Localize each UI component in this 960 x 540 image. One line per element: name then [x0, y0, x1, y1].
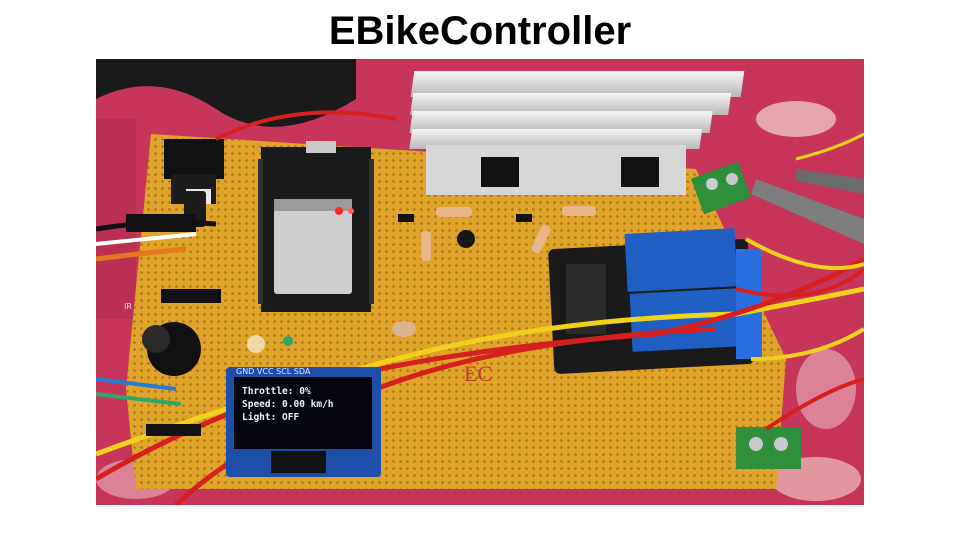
slide-title: EBikeController	[328, 9, 632, 53]
oled-pin-labels: GND VCC SCL SDA	[236, 367, 311, 376]
board-marking: EC	[464, 361, 492, 386]
buzzer: IR	[124, 302, 201, 376]
oled-display: Throttle: 0% Speed: 0.00 km/h Light: OFF…	[226, 367, 381, 477]
ir-label: IR	[124, 302, 132, 311]
circuit-photo: IR	[96, 59, 864, 505]
esp32-board	[258, 141, 374, 312]
oled-light-text: Light: OFF	[242, 412, 299, 423]
terminal-blocks	[691, 161, 801, 469]
relay-module	[548, 228, 762, 374]
headers	[126, 214, 221, 436]
oled-speed-text: Speed: 0.00 km/h	[242, 399, 334, 410]
resistors	[247, 206, 596, 353]
heatsink	[409, 71, 745, 195]
oled-throttle-text: Throttle: 0%	[242, 386, 311, 397]
pliers	[751, 169, 864, 244]
